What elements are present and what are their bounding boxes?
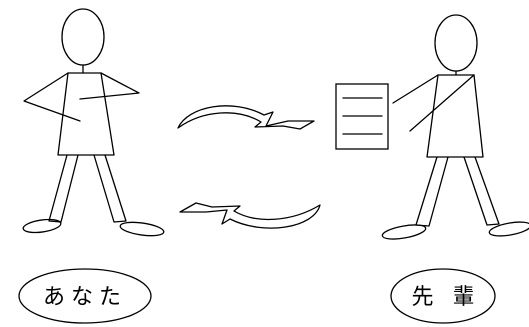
right-person-head xyxy=(434,14,478,72)
left-person-head xyxy=(61,8,105,66)
right-person-leg-left xyxy=(415,156,449,227)
document-icon xyxy=(335,83,389,150)
right-person-torso xyxy=(426,74,484,158)
left-person-foot-left xyxy=(22,218,62,234)
right-person-label-oval xyxy=(390,268,496,324)
left-person-label-oval xyxy=(18,268,152,324)
left-person-torso xyxy=(57,72,115,156)
right-person-arm-left xyxy=(392,74,439,104)
right-person-label-text: 先 輩 xyxy=(412,285,481,310)
left-person-arm-left xyxy=(23,72,81,122)
left-person-arm-right xyxy=(79,72,140,100)
left-person-label-text: あなた xyxy=(43,285,127,310)
exchange-arrow-left-icon xyxy=(179,202,321,229)
left-person-figure xyxy=(22,8,165,237)
right-person-foot-right xyxy=(488,221,529,237)
left-person-leg-left xyxy=(48,154,79,223)
right-person-foot-left xyxy=(381,224,427,240)
right-person-arm-right xyxy=(409,74,475,132)
right-person-leg-right xyxy=(463,156,500,226)
left-person-foot-right xyxy=(119,221,165,237)
left-person-label: あなた xyxy=(18,268,152,324)
right-person-label: 先 輩 xyxy=(390,268,496,324)
exchange-arrow-right-icon xyxy=(177,105,315,130)
left-person-leg-right xyxy=(93,154,127,223)
right-person-figure xyxy=(381,14,529,240)
